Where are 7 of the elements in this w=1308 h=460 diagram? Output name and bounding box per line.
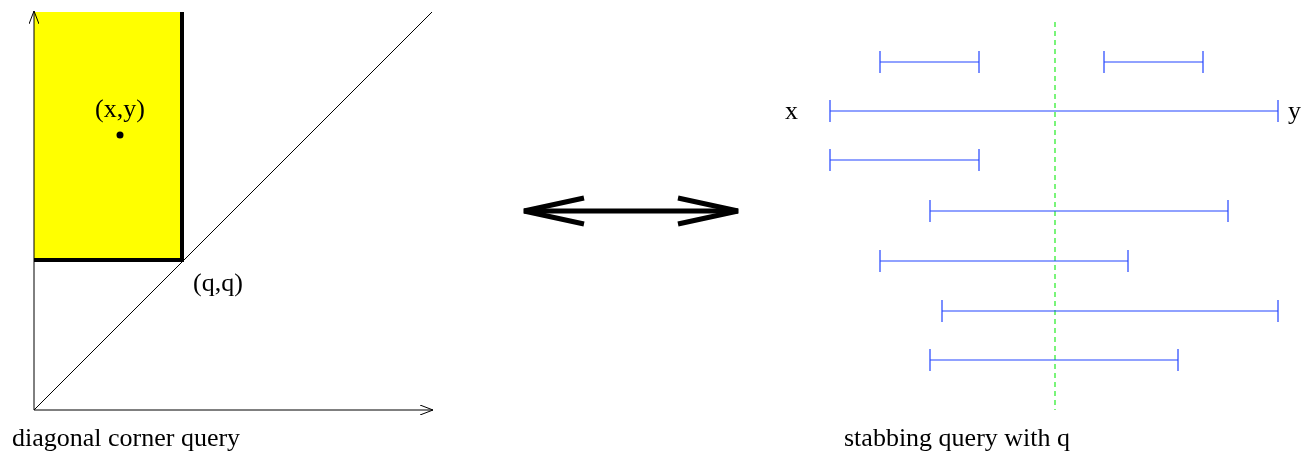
node-label: diagonal corner query bbox=[12, 422, 241, 454]
point-label: (q,q) bbox=[193, 267, 243, 299]
node-label: stabbing query with q bbox=[844, 422, 1071, 454]
point-label: y bbox=[1288, 95, 1301, 127]
point-label: (x,y) bbox=[95, 93, 145, 125]
point-label: x bbox=[785, 95, 798, 127]
double-arrow bbox=[521, 195, 741, 227]
